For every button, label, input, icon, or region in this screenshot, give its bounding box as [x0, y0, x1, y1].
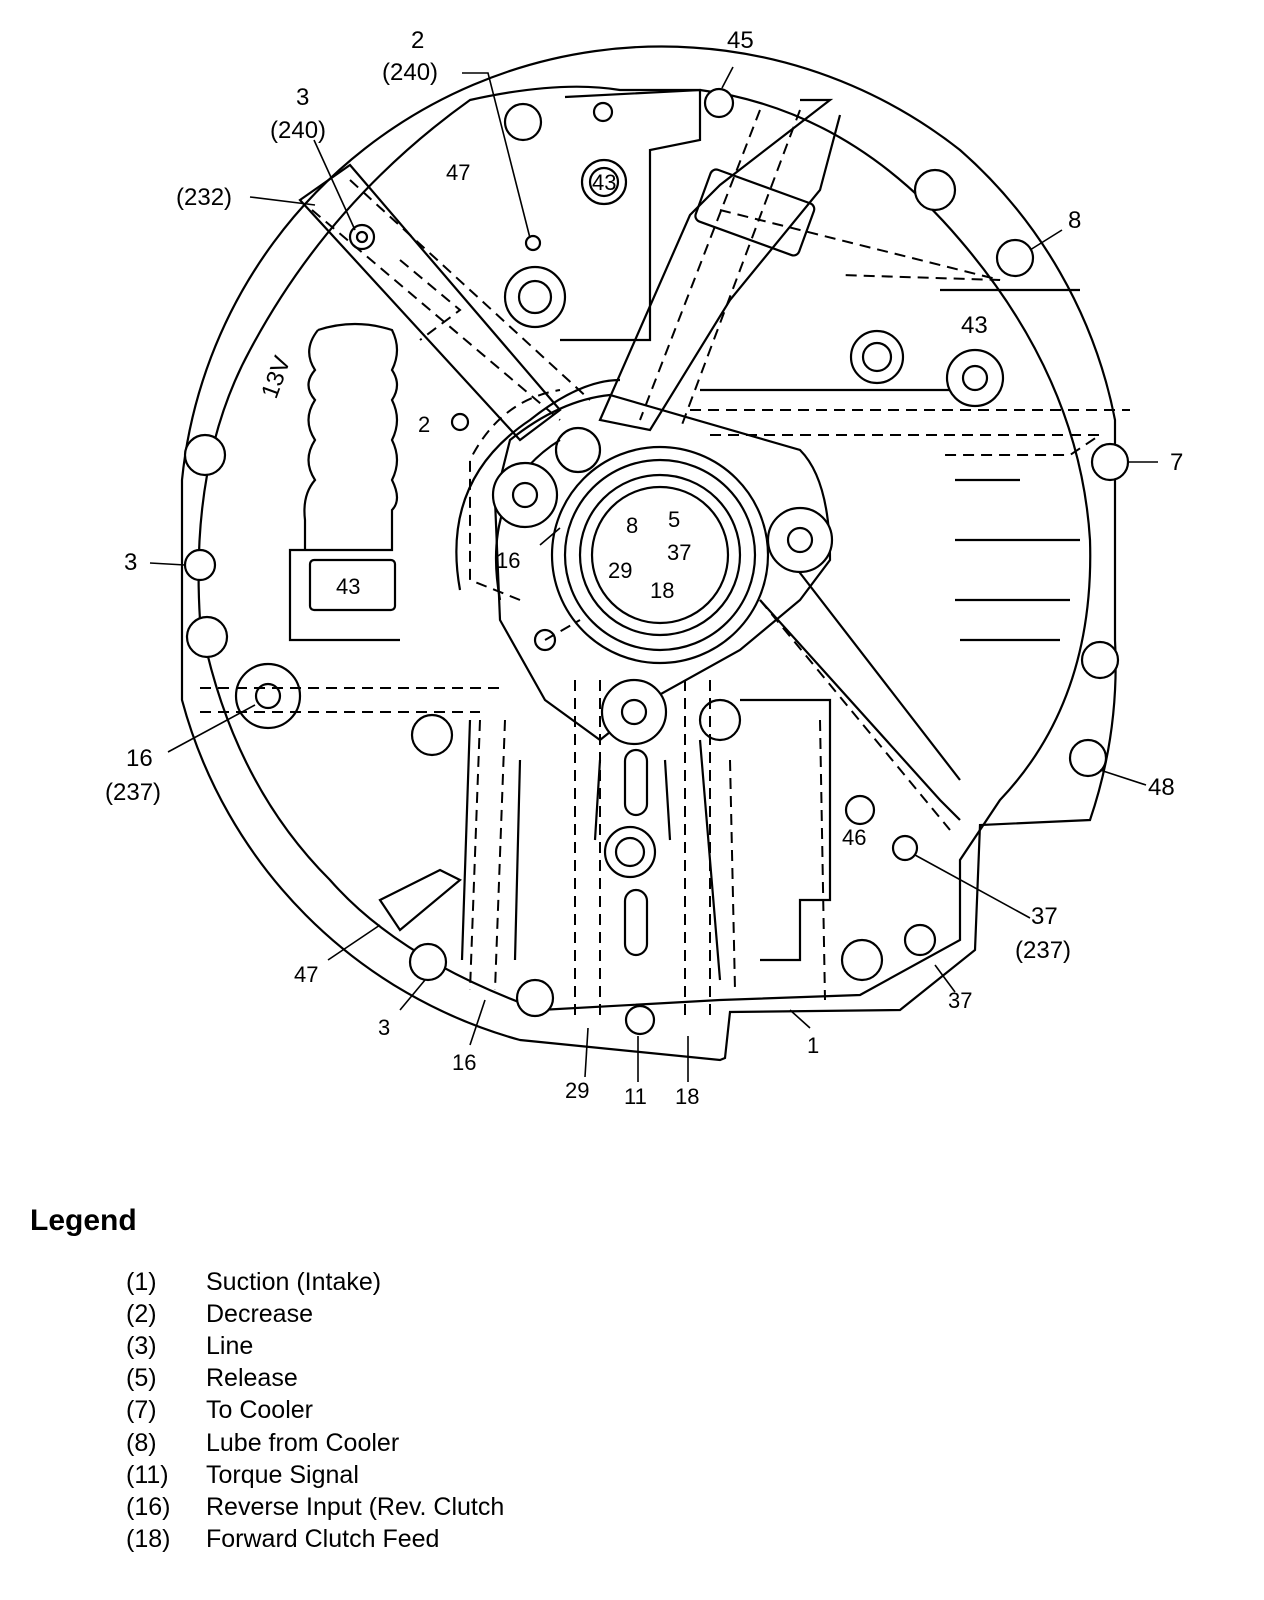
hidden-passages — [200, 109, 1130, 1020]
callout-240-top: (240) — [382, 59, 438, 86]
callout-2-mid: 2 — [418, 412, 430, 437]
legend-item: (16) Reverse Input (Rev. Clutch — [126, 1491, 504, 1523]
legend-item: (8) Lube from Cooler — [126, 1427, 504, 1459]
legend-item-number: (2) — [126, 1299, 157, 1328]
perimeter-bolt-holes — [183, 87, 1130, 1036]
legend-item-text: Suction (Intake) — [206, 1267, 382, 1296]
callout-29-bottom: 29 — [565, 1078, 589, 1103]
callout-46: 46 — [842, 825, 866, 850]
legend-item: (2) Decrease — [126, 1298, 504, 1330]
callout-43-box: 43 — [336, 574, 360, 599]
legend-item-number: (5) — [126, 1364, 157, 1393]
legend-item-text: Torque Signal — [206, 1460, 359, 1489]
callout-232: (232) — [176, 184, 232, 211]
legend-item-number: (7) — [126, 1396, 157, 1425]
callout-240-left: (240) — [270, 117, 326, 144]
callout-18-center: 18 — [650, 578, 674, 603]
callout-16-left: 16 — [126, 745, 153, 772]
legend-item-number: (11) — [126, 1460, 169, 1489]
legend-item: (11) Torque Signal — [126, 1459, 504, 1491]
callout-3-left: 3 — [124, 549, 137, 576]
legend-item-text: Lube from Cooler — [206, 1428, 400, 1457]
callout-2-top: 2 — [411, 27, 424, 54]
callout-237-right: (237) — [1015, 937, 1071, 964]
legend-item-text: Reverse Input (Rev. Clutch — [206, 1492, 505, 1521]
legend-list: (1) Suction (Intake) (2) Decrease (3) Li… — [126, 1266, 504, 1556]
callout-16-center: 16 — [496, 548, 520, 573]
callout-16-bottom: 16 — [452, 1050, 476, 1075]
legend-item: (1) Suction (Intake) — [126, 1266, 504, 1298]
callout-29-center: 29 — [608, 558, 632, 583]
callout-37-center: 37 — [667, 540, 691, 565]
legend-item-number: (16) — [126, 1492, 171, 1521]
legend-item: (18) Forward Clutch Feed — [126, 1524, 504, 1556]
callout-3-bottom: 3 — [378, 1015, 390, 1040]
legend-item-number: (8) — [126, 1428, 157, 1457]
callout-37-bottom: 37 — [948, 988, 972, 1013]
legend-item: (5) Release — [126, 1363, 504, 1395]
legend-item-text: Release — [206, 1364, 298, 1393]
callout-48: 48 — [1148, 774, 1175, 801]
legend-item-number: (1) — [126, 1267, 157, 1296]
legend-item-number: (18) — [126, 1525, 171, 1554]
callout-43-top: 43 — [592, 170, 616, 195]
inner-plate-outline — [197, 85, 1092, 1012]
legend-item: (3) Line — [126, 1330, 504, 1362]
callout-labels: 2 (240) 45 3 (240) (232) 47 43 8 43 13V … — [105, 27, 1183, 1109]
legend-item-text: Line — [206, 1331, 254, 1360]
callout-47-bottom: 47 — [294, 962, 318, 987]
callout-47-top: 47 — [446, 160, 470, 185]
callout-1: 1 — [807, 1033, 819, 1058]
legend-item-text: Forward Clutch Feed — [206, 1525, 440, 1554]
callout-7: 7 — [1170, 449, 1183, 476]
callout-37-right: 37 — [1031, 903, 1058, 930]
callout-18-bottom: 18 — [675, 1084, 699, 1109]
legend-item-text: To Cooler — [206, 1396, 313, 1425]
callout-45: 45 — [727, 27, 754, 54]
housing-outline — [180, 45, 1117, 1062]
legend-item-text: Decrease — [206, 1299, 313, 1328]
legend-title: Legend — [30, 1204, 137, 1237]
callout-237-left: (237) — [105, 779, 161, 806]
callout-11-bottom: 11 — [624, 1084, 647, 1109]
callout-5-center: 5 — [668, 507, 680, 532]
legend-item: (7) To Cooler — [126, 1395, 504, 1427]
callout-43-right: 43 — [961, 312, 988, 339]
pump-cover-diagram: 2 (240) 45 3 (240) (232) 47 43 8 43 13V … — [105, 27, 1183, 1109]
passage-linework — [234, 88, 1080, 981]
legend-item-number: (3) — [126, 1331, 157, 1360]
callout-8-center: 8 — [626, 513, 638, 538]
leader-lines — [149, 66, 1158, 1082]
callout-8-right: 8 — [1068, 207, 1081, 234]
callout-13v: 13V — [256, 353, 296, 402]
callout-3-topleft: 3 — [296, 84, 309, 111]
